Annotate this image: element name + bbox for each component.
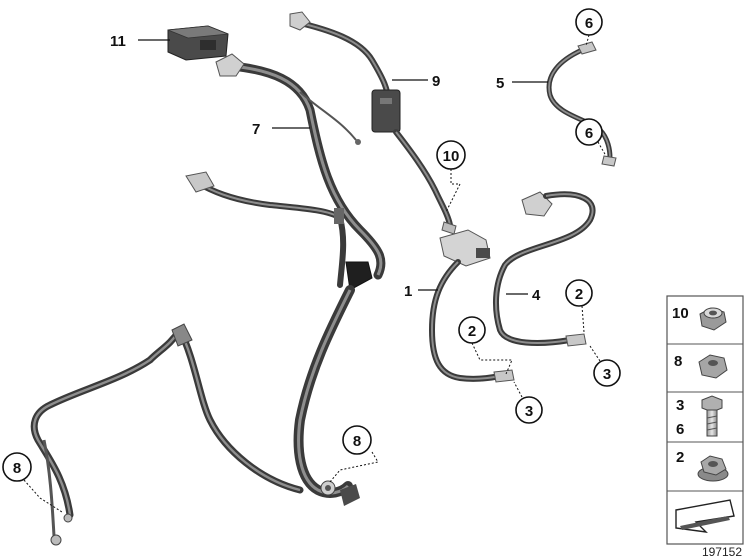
circled-2-right: 2 [565,279,593,333]
callout-9: 9 [432,73,440,90]
svg-text:2: 2 [676,449,684,466]
svg-text:3: 3 [676,397,684,414]
callout-11: 11 [110,33,126,50]
part-5-cable [546,41,617,167]
circled-3-right: 3 [589,345,621,387]
nut-collar-icon [699,307,727,331]
callout-4: 4 [532,287,541,304]
svg-text:8: 8 [353,433,361,450]
legend-row-2: 2 [676,449,729,482]
callout-5: 5 [496,75,504,92]
document-number: 197152 [702,545,742,559]
hex-bolt-icon [701,395,723,437]
part-9-cable [289,11,457,235]
svg-text:8: 8 [674,353,682,370]
circled-3-left: 3 [513,381,543,424]
hex-nut-icon [698,354,728,379]
svg-text:2: 2 [468,323,476,340]
circled-2-left: 2 [458,316,513,375]
circled-8-center: 8 [329,425,379,483]
svg-text:2: 2 [575,286,583,303]
part-battery-terminal [439,191,553,267]
circled-6-top: 6 [575,8,603,47]
part-11-junction-box [167,25,229,61]
svg-text:6: 6 [585,125,593,142]
callout-7: 7 [252,121,260,138]
part-7-main-cable [30,53,386,546]
svg-text:10: 10 [672,305,689,322]
svg-text:3: 3 [525,403,533,420]
svg-text:10: 10 [443,148,460,165]
legend-row-8: 8 [674,353,728,379]
arrow-icon [675,499,735,533]
circled-10: 10 [436,140,466,213]
svg-text:6: 6 [676,421,684,438]
svg-text:3: 3 [603,366,611,383]
part-1-cable [428,259,515,383]
svg-text:8: 8 [13,460,21,477]
legend-row-10: 10 [672,305,727,331]
part-4-cable [492,191,596,347]
svg-text:6: 6 [585,15,593,32]
callout-1: 1 [404,283,412,300]
legend-row-3-6: 3 6 [676,395,723,438]
circled-8-left: 8 [2,452,63,513]
hardware-legend: 10 8 3 6 2 [666,295,744,545]
circled-6-bottom: 6 [575,118,607,157]
flange-nut-icon [697,455,729,482]
